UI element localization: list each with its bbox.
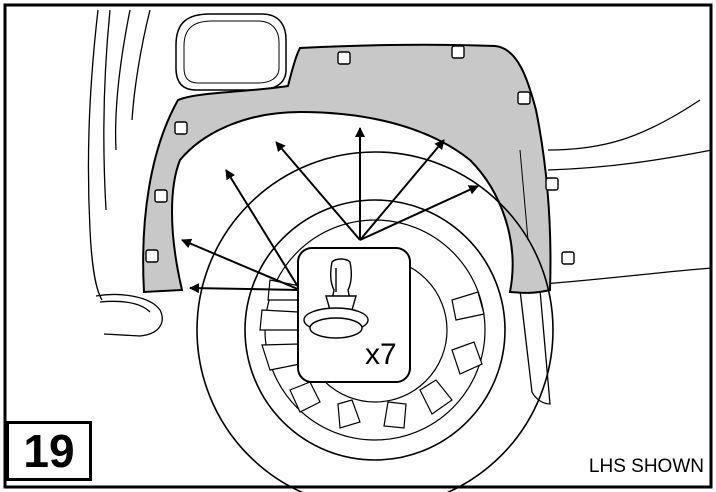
- step-number: 19: [6, 421, 92, 481]
- view-caption: LHS SHOWN: [588, 456, 704, 477]
- arrow-icon: [359, 185, 479, 241]
- arrow-icon: [275, 141, 361, 241]
- push-clip-fastener-icon: [303, 258, 369, 339]
- arrow-icon: [189, 283, 301, 294]
- arrow-icon: [359, 139, 445, 241]
- fuel-door: [175, 13, 287, 91]
- part-quantity: x7: [365, 338, 397, 371]
- vehicle-body-outline: [87, 9, 713, 405]
- tire-tread: [519, 149, 529, 241]
- arrow-icon: [181, 238, 301, 291]
- callout-arrows: [181, 127, 479, 294]
- arrow-icon: [225, 169, 301, 291]
- fender-flare: [142, 43, 552, 294]
- flare-bolts: [145, 45, 575, 265]
- figure-border: [3, 3, 713, 489]
